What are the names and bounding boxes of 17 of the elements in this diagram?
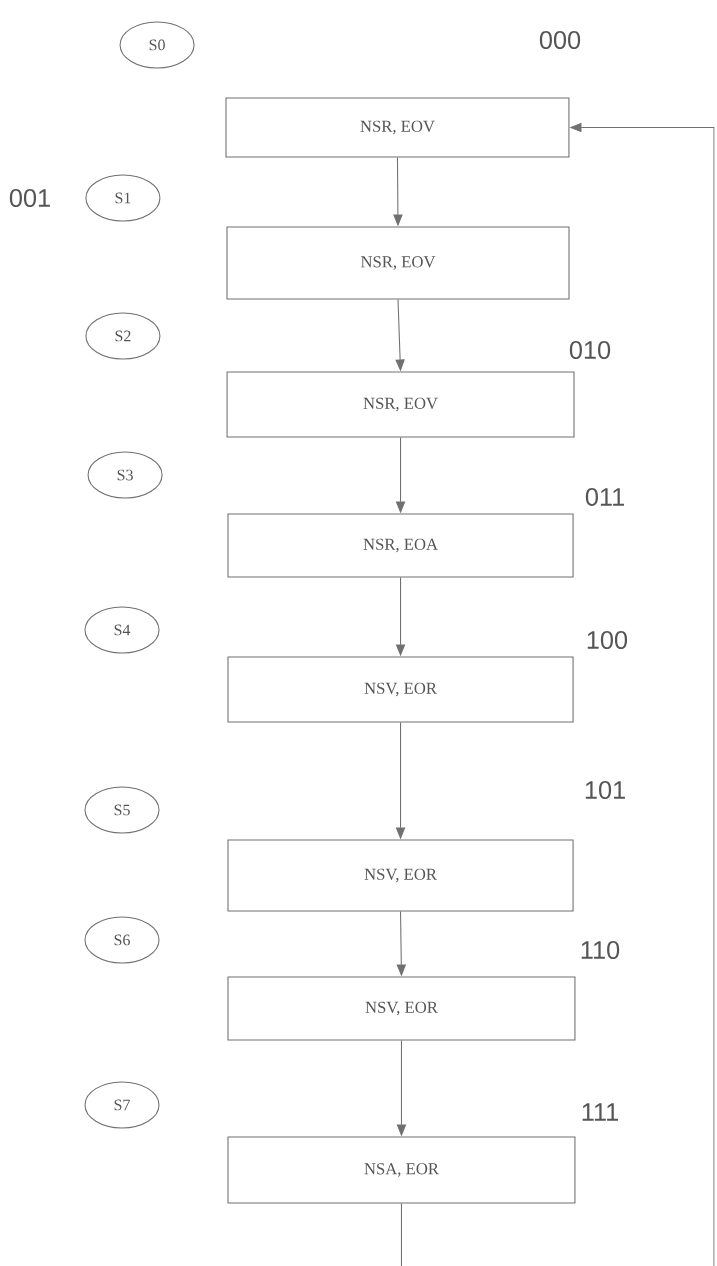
process-box: NSR, EOV: [226, 226, 570, 300]
process-box: NSV, EOR: [227, 656, 574, 723]
process-box: NSR, EOA: [227, 513, 574, 578]
state-code: 000: [539, 31, 581, 49]
process-box: NSA, EOR: [227, 1136, 576, 1204]
process-box: NSR, EOV: [225, 97, 570, 158]
state-code: 101: [585, 781, 625, 799]
state-code: 001: [9, 189, 50, 207]
state-code: 110: [581, 941, 620, 959]
process-box: NSR, EOV: [226, 371, 575, 438]
state-code: 100: [587, 631, 628, 649]
state-code: 111: [582, 1103, 618, 1121]
state-code: 010: [569, 341, 611, 359]
state-code: 011: [585, 487, 624, 506]
process-box: NSV, EOR: [227, 839, 574, 912]
arrow: [400, 122, 715, 1266]
process-box: NSV, EOR: [227, 976, 576, 1041]
